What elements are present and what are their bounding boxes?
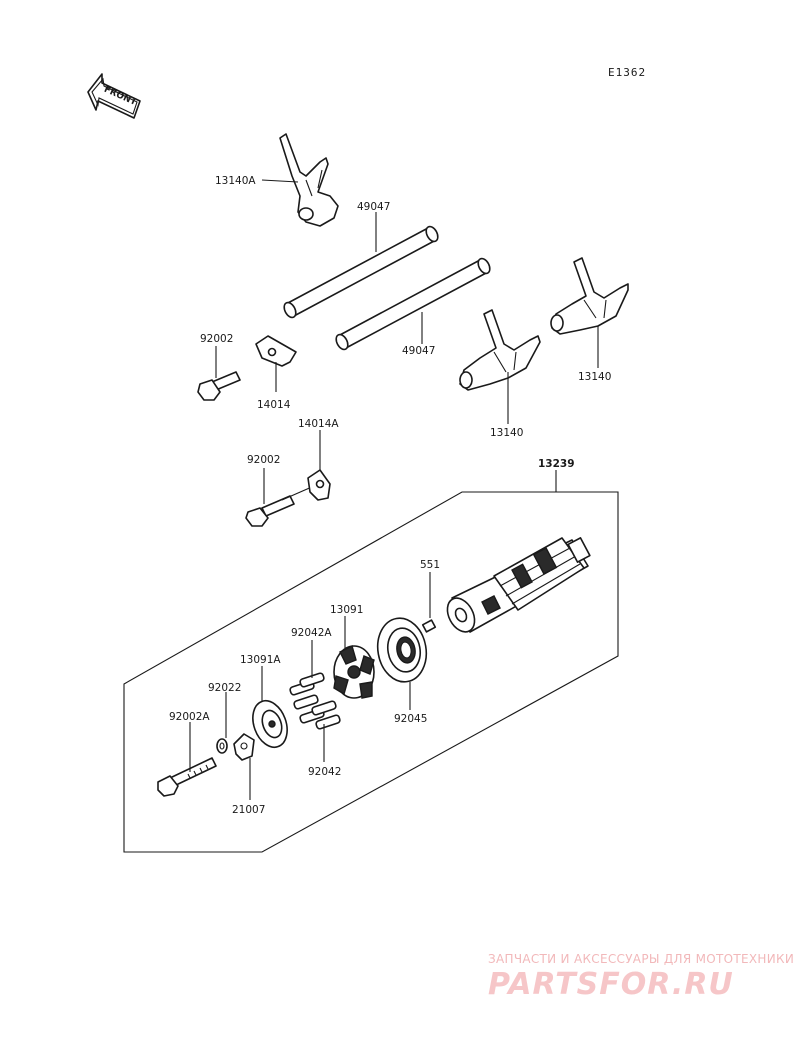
label-92022: 92022	[208, 682, 241, 694]
label-92042A: 92042A	[291, 627, 332, 639]
label-13091: 13091	[330, 604, 363, 616]
bolt-92002-mid	[245, 495, 295, 527]
pin-551	[421, 619, 437, 633]
washer-92022	[216, 738, 228, 754]
label-92002-mid: 92002	[247, 454, 280, 466]
front-arrow-icon: FRONT	[87, 73, 141, 119]
pin-holder-13091	[333, 644, 375, 699]
diagram-code: E1362	[608, 66, 646, 79]
plate-14014	[255, 335, 297, 367]
label-92045: 92045	[394, 713, 427, 725]
bolt-92002A	[157, 757, 217, 797]
label-551: 551	[420, 559, 440, 571]
shift-rod-49047-lower	[335, 257, 491, 351]
label-21007: 21007	[232, 804, 265, 816]
pins-92042	[299, 700, 341, 730]
shift-fork-13140A	[279, 133, 339, 227]
label-92002A: 92002A	[169, 711, 210, 723]
label-49047-bottom: 49047	[402, 345, 435, 357]
label-13091A: 13091A	[240, 654, 281, 666]
label-49047-top: 49047	[357, 201, 390, 213]
shift-fork-13140-mid	[459, 309, 541, 391]
label-92042: 92042	[308, 766, 341, 778]
watermark-logo: PARTSFOR.RU	[488, 967, 734, 1002]
watermark-tagline: ЗАПЧАСТИ И АКСЕССУАРЫ ДЛЯ МОТОТЕХНИКИ	[488, 952, 794, 966]
bearing-92045	[376, 617, 428, 683]
label-14014: 14014	[257, 399, 291, 411]
label-13239: 13239	[538, 458, 575, 470]
pins-92042A	[289, 672, 325, 710]
stopper-21007	[233, 733, 255, 761]
label-14014A: 14014A	[298, 418, 339, 430]
cam-plate-13091A	[252, 699, 288, 749]
label-13140A: 13140A	[215, 175, 256, 187]
shift-fork-13140-right	[550, 257, 629, 335]
shift-rod-49047-upper	[283, 225, 439, 319]
label-13140-right: 13140	[578, 371, 611, 383]
label-92002-top: 92002	[200, 333, 233, 345]
shift-drum	[446, 537, 591, 633]
label-13140-mid: 13140	[490, 427, 523, 439]
assembly-frame-13239	[123, 491, 619, 853]
plate-14014A	[307, 469, 331, 501]
bolt-92002-top	[197, 371, 241, 401]
